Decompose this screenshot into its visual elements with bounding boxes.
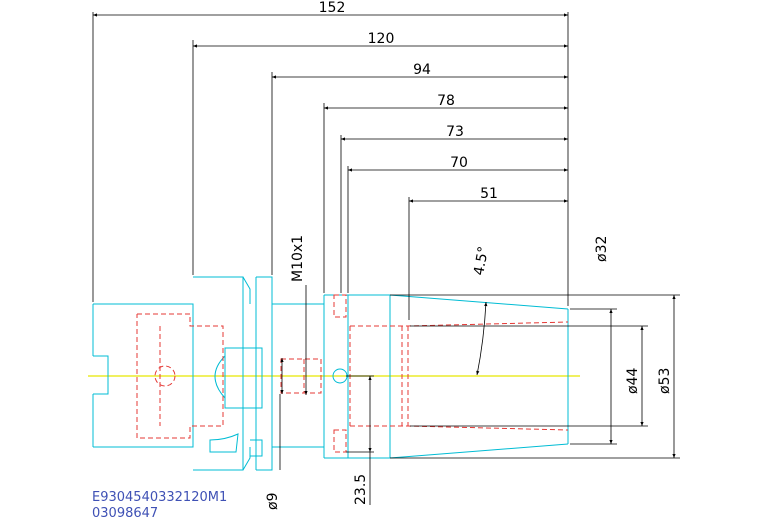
hidden-lines [136, 294, 569, 453]
dim-dia9: ø9 [265, 493, 281, 510]
dim-dia53: ø53 [657, 368, 673, 394]
dim-dia44: ø44 [625, 368, 641, 394]
part-code-line2: 03098647 [92, 506, 158, 521]
tool-outline [92, 276, 569, 471]
dim-angle: 4.5° [471, 245, 492, 277]
dim-51: 51 [480, 186, 498, 202]
dim-152: 152 [319, 0, 346, 16]
dimension-lines [92, 12, 680, 505]
dim-70: 70 [450, 155, 468, 171]
part-code-line1: E9304540332120M1 [92, 490, 227, 505]
dim-dia32: ø32 [594, 236, 610, 262]
dim-94: 94 [413, 62, 431, 78]
dim-73: 73 [446, 124, 464, 140]
dim-23-5: 23.5 [353, 474, 369, 505]
dim-thread: M10x1 [290, 235, 306, 282]
dim-78: 78 [437, 93, 455, 109]
dim-120: 120 [368, 31, 395, 47]
